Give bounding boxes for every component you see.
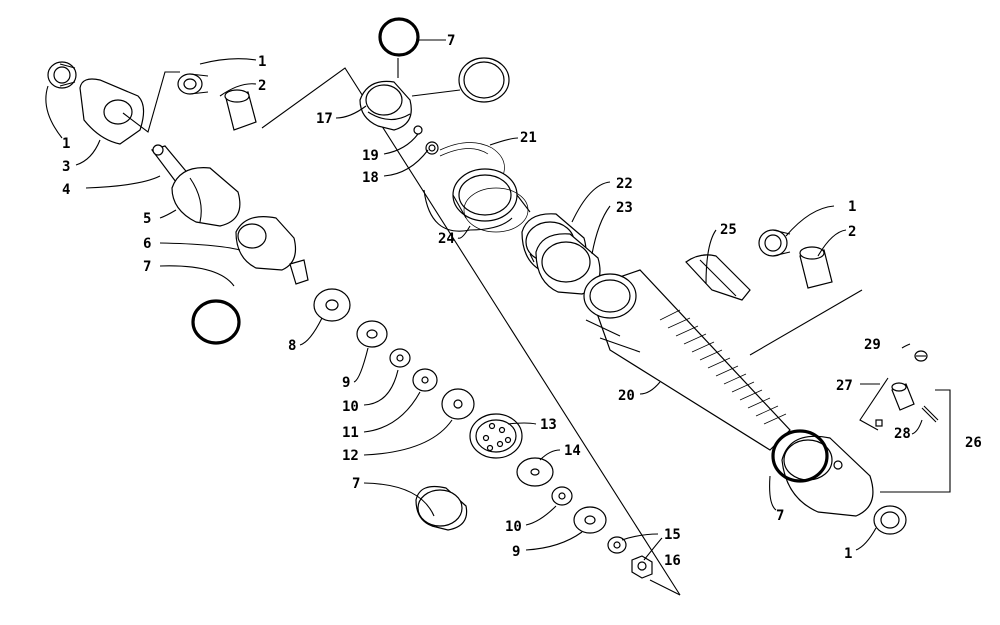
part-2-sleeve-top — [224, 89, 257, 131]
part-11-shim-b — [412, 368, 438, 392]
part-1-bushing-right — [758, 229, 791, 257]
part-14-washer — [516, 457, 554, 487]
part-17-cap — [359, 80, 412, 131]
callout-6: 6 — [143, 236, 151, 252]
callout-4: 4 — [62, 182, 70, 198]
leader-lines — [45, 39, 923, 561]
callout-22: 22 — [616, 176, 633, 192]
callout-2-right: 2 — [848, 224, 856, 240]
callout-7-right: 7 — [776, 508, 784, 524]
callout-7-top: 7 — [447, 33, 455, 49]
group-bracket-right — [749, 289, 863, 356]
part-1-bushing-top — [177, 73, 209, 95]
group-bracket-26 — [880, 389, 951, 493]
callout-20: 20 — [618, 388, 635, 404]
callout-29: 29 — [864, 337, 881, 353]
part-15-lockwasher — [607, 536, 627, 554]
part-23-lock-ring — [535, 233, 601, 295]
part-3-eyelet — [79, 78, 145, 145]
callout-9-a: 9 — [342, 375, 350, 391]
callout-10-b: 10 — [505, 519, 522, 535]
callout-11: 11 — [342, 425, 359, 441]
part-7-band-top — [458, 57, 510, 103]
callout-21: 21 — [520, 130, 537, 146]
part-12-shim-c — [441, 388, 475, 420]
part-10-shim-a — [389, 348, 411, 368]
callout-25: 25 — [720, 222, 737, 238]
callout-14: 14 — [564, 443, 581, 459]
callout-10-a: 10 — [342, 399, 359, 415]
callout-5: 5 — [143, 211, 151, 227]
callout-28: 28 — [894, 426, 911, 442]
part-7-oring-right — [771, 429, 829, 483]
callout-3: 3 — [62, 159, 70, 175]
part-21-retaining-ring — [439, 142, 505, 179]
part-1-bushing-left — [47, 61, 77, 89]
part-24-seal — [452, 168, 531, 233]
part-eye-housing-right — [781, 435, 874, 517]
part-13-piston — [469, 413, 523, 459]
group-bracket-upper-left — [261, 67, 681, 596]
callout-16: 16 — [664, 553, 681, 569]
part-28-spring — [921, 405, 939, 423]
callout-23: 23 — [616, 200, 633, 216]
callout-1-right: 1 — [848, 199, 856, 215]
callout-1-left: 1 — [62, 136, 70, 152]
callout-19: 19 — [362, 148, 379, 164]
part-29-screw — [914, 350, 928, 362]
part-25-guard — [685, 254, 751, 301]
callout-8: 8 — [288, 338, 296, 354]
part-9-washer-a — [356, 320, 388, 348]
callout-15: 15 — [664, 527, 681, 543]
callout-13: 13 — [540, 417, 557, 433]
callout-26: 26 — [965, 435, 982, 451]
callout-1-top: 1 — [258, 54, 266, 70]
callout-24: 24 — [438, 231, 455, 247]
part-27-valve-body — [859, 377, 915, 431]
callout-2-top: 2 — [258, 78, 266, 94]
callout-9-b: 9 — [512, 544, 520, 560]
part-9-washer-b — [573, 506, 607, 534]
part-10-shim-d — [551, 486, 573, 506]
part-18-valve — [425, 141, 439, 155]
callout-18: 18 — [362, 170, 379, 186]
callout-17: 17 — [316, 111, 333, 127]
part-4-shaft-stud — [151, 144, 191, 183]
callout-7-bottom: 7 — [352, 476, 360, 492]
callout-27: 27 — [836, 378, 853, 394]
callout-12: 12 — [342, 448, 359, 464]
part-7-band-bottom — [415, 485, 468, 531]
part-19-oring-small — [413, 125, 423, 135]
part-7-oring-top — [378, 17, 420, 57]
part-valve-pin — [875, 419, 883, 427]
part-5-shaft-body — [171, 167, 241, 227]
part-8-top-out-plate — [313, 288, 351, 322]
part-1-bushing-bottom-right — [873, 505, 907, 535]
part-20-threaded-body — [583, 269, 791, 451]
part-6-shaft-eye-body — [235, 216, 309, 285]
callout-1-bottom: 1 — [844, 546, 852, 562]
part-16-nut — [631, 555, 653, 579]
part-2-sleeve-right — [799, 246, 833, 289]
part-7-oring-left — [191, 299, 241, 345]
callout-7-left: 7 — [143, 259, 151, 275]
